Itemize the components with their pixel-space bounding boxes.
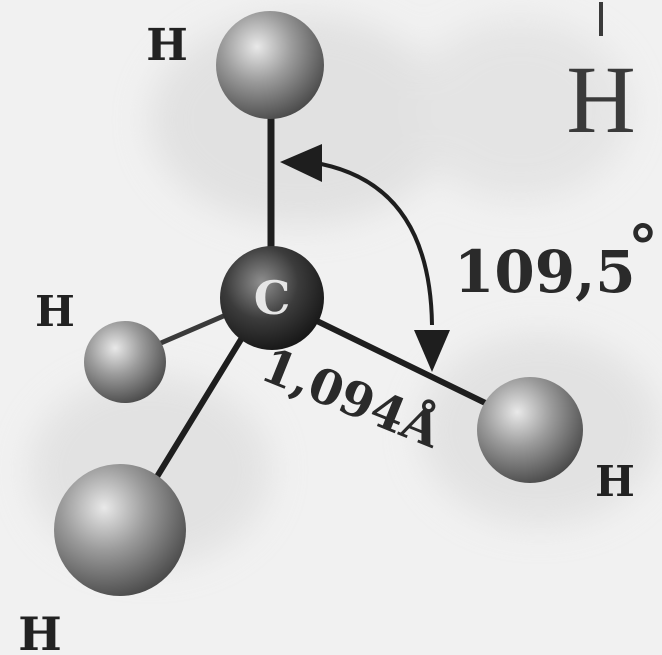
atom-h-bottom-left: [54, 464, 186, 596]
atom-h-left: [84, 321, 166, 403]
h-label-left: H: [35, 287, 75, 336]
atom-carbon: [220, 246, 324, 350]
angle-arc: [280, 144, 450, 372]
atom-h-top: [216, 11, 324, 119]
angle-label: 109,5: [454, 238, 636, 306]
h-label-top: H: [146, 20, 188, 71]
hydrogen-atoms: [54, 11, 583, 596]
corner-h-symbol: H: [566, 46, 635, 153]
bond-right: [277, 300, 513, 418]
h-label-right: H: [595, 457, 635, 506]
degree-symbol: °: [628, 213, 658, 283]
arrowhead-top: [280, 144, 322, 182]
carbon-label: C: [254, 271, 291, 325]
arrowhead-bottom: [414, 330, 450, 372]
atom-h-right: [477, 377, 583, 483]
bond-length-label: 1,094Å: [254, 336, 450, 459]
h-label-bottom-left: H: [18, 607, 61, 655]
